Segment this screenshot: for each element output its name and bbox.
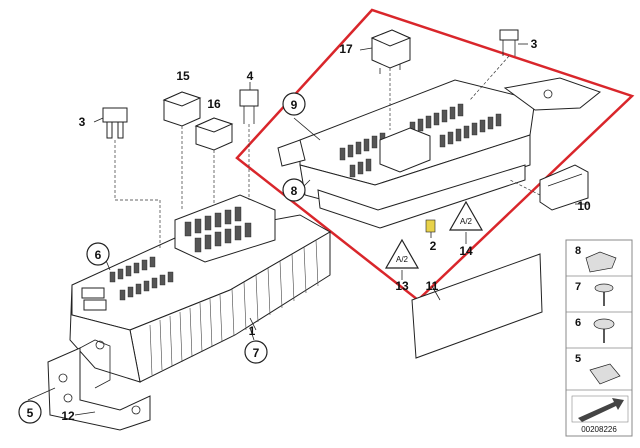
callout-12: 12 [61, 409, 75, 423]
svg-text:9: 9 [291, 98, 298, 112]
mini-fuse [425, 219, 436, 233]
svg-text:1: 1 [249, 324, 256, 338]
svg-text:3: 3 [531, 37, 538, 51]
svg-text:12: 12 [61, 409, 75, 423]
callout-13: 13 [395, 279, 409, 293]
fuse-carrier-base [69, 194, 332, 383]
callout-15: 15 [176, 69, 190, 83]
svg-text:5: 5 [575, 353, 581, 365]
callout-10: 10 [577, 199, 591, 213]
cover-plate [411, 253, 543, 359]
callout-3-left: 3 [79, 115, 86, 129]
svg-text:8: 8 [291, 184, 298, 198]
leader-lines [27, 43, 590, 416]
callout-14: 14 [459, 244, 473, 258]
legend-item-arrow [571, 395, 629, 423]
legend-item-7: 7 [575, 281, 614, 306]
wire-clip [539, 164, 589, 211]
legend-panel: 8 7 6 5 00208226 [565, 239, 633, 437]
blade-fuse-left [102, 107, 128, 139]
callout-8: 8 [282, 178, 306, 202]
svg-text:14: 14 [459, 244, 473, 258]
callout-11: 11 [426, 279, 439, 293]
svg-text:10: 10 [577, 199, 591, 213]
relay-15 [162, 91, 202, 127]
legend-item-5: 5 [575, 353, 621, 385]
relay [370, 29, 412, 74]
svg-text:3: 3 [79, 115, 86, 129]
svg-text:17: 17 [339, 42, 353, 56]
svg-text:4: 4 [247, 69, 254, 83]
callout-2: 2 [430, 239, 437, 253]
svg-text:16: 16 [207, 97, 221, 111]
svg-text:15: 15 [176, 69, 190, 83]
callout-7: 7 [244, 340, 268, 364]
fuse-box-module [277, 77, 602, 229]
blade-fuse-4 [239, 89, 259, 124]
warning-label-13: A/2 [384, 238, 420, 269]
legend-item-8: 8 [575, 245, 617, 273]
callout-3-right: 3 [531, 37, 538, 51]
svg-text:5: 5 [27, 406, 34, 420]
highlight-outline [235, 8, 635, 302]
svg-text:7: 7 [575, 281, 581, 293]
warning-label-14: A/2 [448, 200, 484, 231]
svg-text:A/2: A/2 [460, 217, 473, 226]
svg-text:6: 6 [95, 248, 102, 262]
callout-1: 1 [249, 324, 256, 338]
svg-text:A/2: A/2 [396, 255, 409, 264]
svg-text:11: 11 [426, 279, 439, 293]
svg-text:2: 2 [430, 239, 437, 253]
legend-item-6: 6 [575, 317, 615, 343]
svg-text:13: 13 [395, 279, 409, 293]
image-code: 00208226 [581, 425, 617, 434]
relay-16 [194, 117, 234, 151]
callout-5: 5 [18, 400, 42, 424]
callout-16: 16 [207, 97, 221, 111]
svg-text:6: 6 [575, 317, 581, 329]
callout-17: 17 [339, 42, 353, 56]
callout-6: 6 [86, 242, 110, 266]
callout-9: 9 [282, 92, 306, 116]
svg-text:7: 7 [253, 346, 260, 360]
svg-text:8: 8 [575, 245, 581, 257]
mounting-bracket [47, 339, 151, 431]
blade-fuse-right [499, 29, 519, 56]
callout-4: 4 [247, 69, 254, 83]
